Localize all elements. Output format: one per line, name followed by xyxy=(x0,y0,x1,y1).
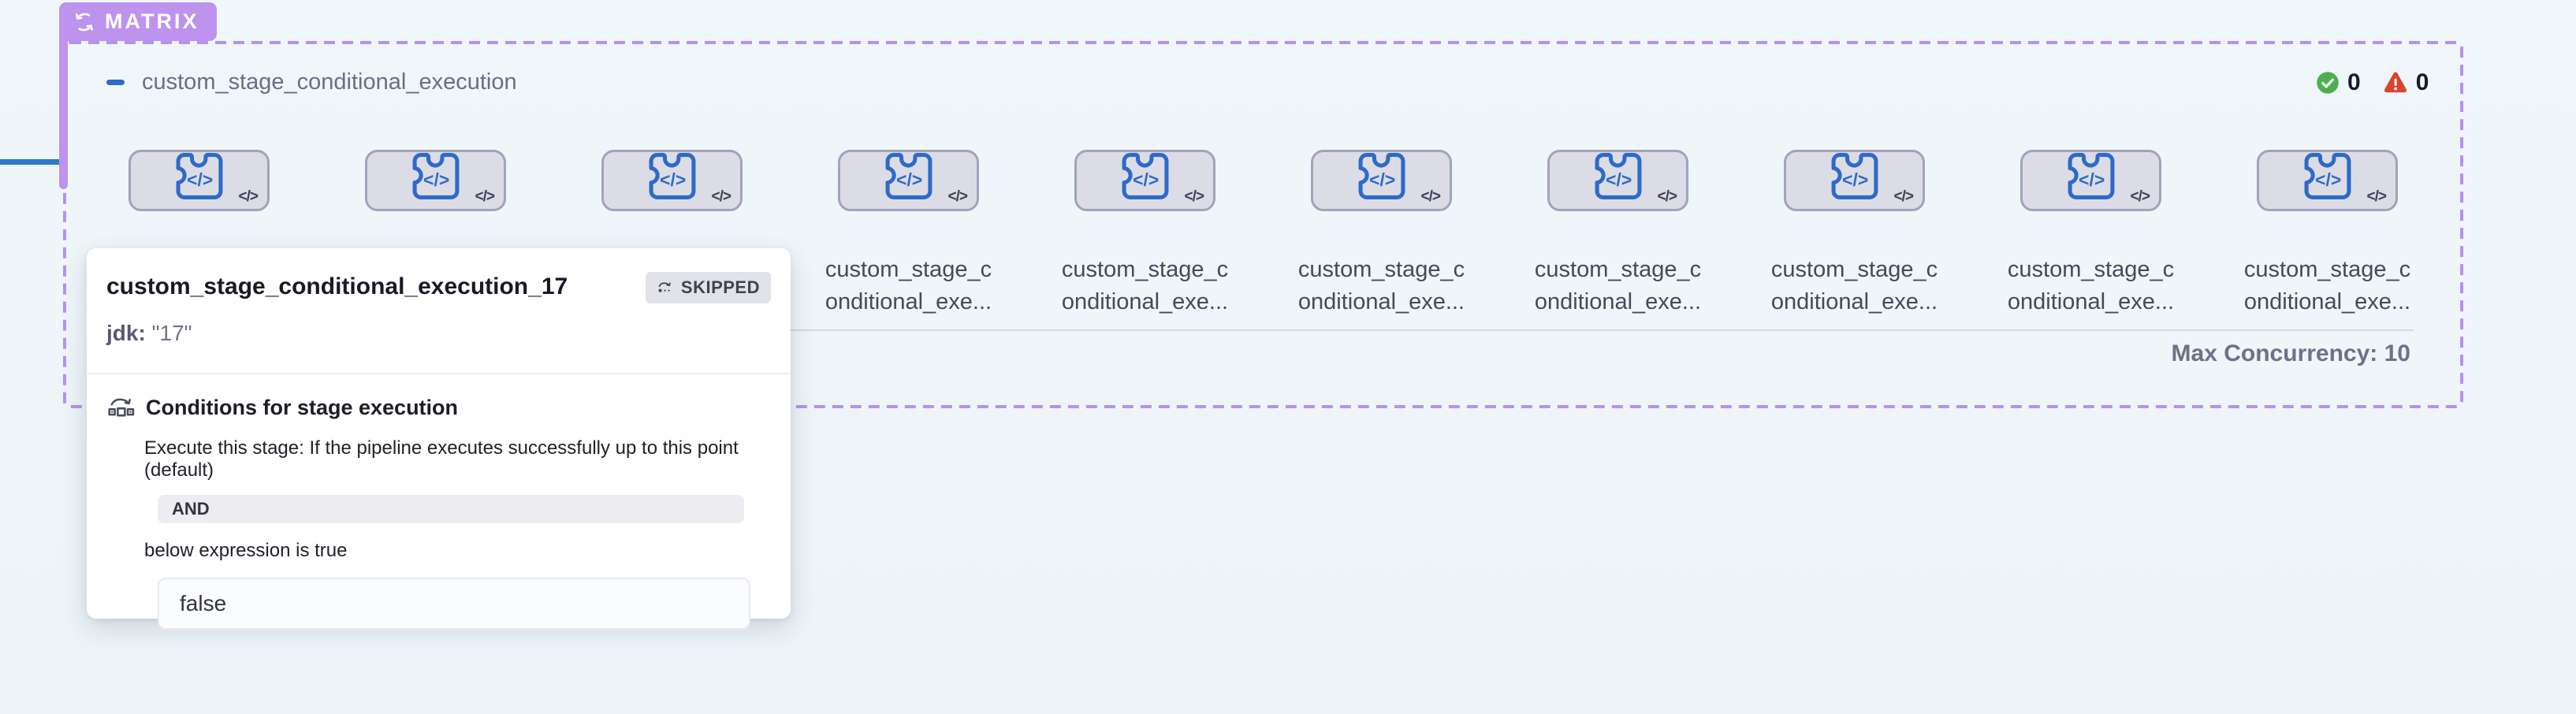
group-footer-divider xyxy=(88,329,2414,331)
custom-stage-icon: </> xyxy=(1825,149,1885,208)
stage-node-card[interactable]: </> </> xyxy=(1784,150,1925,211)
custom-stage-icon: </> xyxy=(2061,149,2121,208)
custom-stage-icon: </> xyxy=(406,149,466,208)
code-tag-icon: </> xyxy=(947,188,969,205)
loop-icon xyxy=(72,9,97,35)
stage-node-card[interactable]: </> </> xyxy=(1074,150,1215,211)
skipped-badge-label: SKIPPED xyxy=(680,277,760,297)
collapse-minus-icon[interactable] xyxy=(106,80,125,85)
param-key: jdk: xyxy=(106,321,146,345)
matrix-badge: MATRIX xyxy=(59,2,217,41)
svg-text:</>: </> xyxy=(187,169,213,190)
code-tag-icon: </> xyxy=(1893,188,1915,205)
svg-text:</>: </> xyxy=(1606,169,1632,190)
code-tag-icon: </> xyxy=(238,188,259,205)
pipeline-connector-line xyxy=(0,159,63,165)
operator-bar: AND xyxy=(158,495,744,523)
svg-text:</>: </> xyxy=(1369,169,1395,190)
code-tag-icon: </> xyxy=(2366,188,2388,205)
operator-label: AND xyxy=(172,499,210,519)
conditions-default-text: Execute this stage: If the pipeline exec… xyxy=(144,437,739,481)
matrix-badge-tail xyxy=(59,32,68,189)
code-tag-icon: </> xyxy=(2130,188,2151,205)
code-tag-icon: </> xyxy=(711,188,732,205)
conditions-heading-row: Conditions for stage execution xyxy=(106,393,771,422)
param-value: "17" xyxy=(151,321,192,345)
svg-text:</>: </> xyxy=(1842,169,1868,190)
custom-stage-icon: </> xyxy=(879,149,939,208)
svg-text:</>: </> xyxy=(660,169,686,190)
matrix-param-line: jdk: "17" xyxy=(106,321,771,346)
custom-stage-icon: </> xyxy=(1352,149,1412,208)
stage-node-card[interactable]: </> </> xyxy=(1547,150,1688,211)
max-concurrency-label: Max Concurrency: 10 xyxy=(2171,340,2410,366)
custom-stage-icon: </> xyxy=(2298,149,2358,208)
code-tag-icon: </> xyxy=(1420,188,1442,205)
stage-node-card[interactable]: </> </> xyxy=(365,150,506,211)
stage-node-card[interactable]: </> </> xyxy=(1311,150,1452,211)
custom-stage-icon: </> xyxy=(642,149,702,208)
matrix-badge-label: MATRIX xyxy=(105,9,199,33)
svg-text:</>: </> xyxy=(2079,169,2105,190)
popover-stage-title: custom_stage_conditional_execution_17 xyxy=(106,273,568,299)
stage-details-popover: custom_stage_conditional_execution_17 SK… xyxy=(87,248,791,630)
stage-node-card[interactable]: </> </> xyxy=(2020,150,2161,211)
code-tag-icon: </> xyxy=(1657,188,1678,205)
stage-node-card[interactable]: </> </> xyxy=(601,150,743,211)
matrix-group-header: custom_stage_conditional_execution xyxy=(106,69,517,95)
stage-node-card[interactable]: </> </> xyxy=(128,150,270,211)
success-count: 0 xyxy=(2347,69,2361,95)
group-title: custom_stage_conditional_execution xyxy=(142,69,517,95)
stage-node-card[interactable]: </> </> xyxy=(838,150,979,211)
expression-value: false xyxy=(180,591,227,615)
expression-value-box: false xyxy=(158,578,750,630)
conditions-expression-text: below expression is true xyxy=(144,540,348,561)
stage-node-card[interactable]: </> </> xyxy=(2257,150,2398,211)
error-count: 0 xyxy=(2415,69,2429,95)
success-check-icon xyxy=(2316,71,2340,95)
custom-stage-icon: </> xyxy=(1115,149,1175,208)
svg-text:</>: </> xyxy=(896,169,922,190)
svg-text:</>: </> xyxy=(1133,169,1159,190)
svg-text:</>: </> xyxy=(423,169,449,190)
skip-icon xyxy=(657,279,674,296)
svg-text:</>: </> xyxy=(2315,169,2341,190)
error-warning-icon xyxy=(2383,71,2408,95)
status-counters: 0 0 xyxy=(2316,69,2429,96)
popover-divider xyxy=(87,373,791,374)
conditional-execution-icon xyxy=(106,393,135,422)
code-tag-icon: </> xyxy=(1184,188,1205,205)
code-tag-icon: </> xyxy=(475,188,496,205)
custom-stage-icon: </> xyxy=(169,149,229,208)
skipped-status-badge: SKIPPED xyxy=(645,272,771,303)
popover-header: custom_stage_conditional_execution_17 SK… xyxy=(106,272,771,303)
conditions-heading: Conditions for stage execution xyxy=(146,395,459,419)
custom-stage-icon: </> xyxy=(1588,149,1648,208)
